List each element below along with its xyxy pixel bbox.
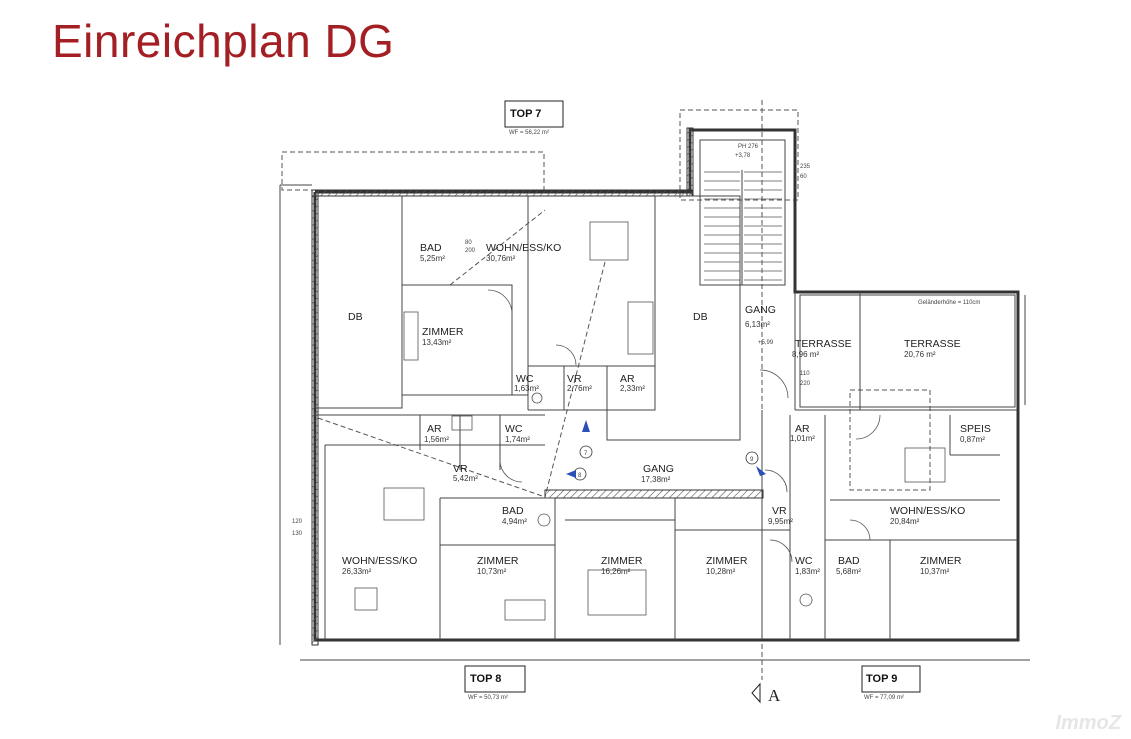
room-wc-top9: WC [795,555,813,567]
area-wc-top8: 1,74m² [505,435,530,444]
top9-wf: WF = 77,09 m² [864,695,904,701]
room-bad-top9: BAD [838,555,860,567]
area-zimmer-top9b: 10,37m² [920,567,950,576]
room-zimmer-top9b: ZIMMER [920,555,962,567]
room-wohn-top9: WOHN/ESS/KO [890,505,965,517]
top8-wf: WF = 50,73 m² [468,695,508,701]
railing-height-note: Geländerhöhe = 110cm [918,300,980,306]
area-wohn-top8: 26,33m² [342,567,372,576]
room-ar-top7: AR [620,373,635,385]
marker-8: 8 [578,473,582,479]
area-zimmer-top7: 13,43m² [422,338,452,347]
area-ar-top8: 1,56m² [424,435,449,444]
dim-235: 235 [800,164,811,170]
interior-walls [315,195,1018,640]
door-swings [487,289,881,563]
room-wc-top7: WC [516,373,534,385]
area-wohn-top7: 30,76m² [486,254,516,263]
area-wc-top9: 1,83m² [795,567,820,576]
top7-label: TOP 7 [510,108,541,120]
marker-9-circle [745,451,759,465]
dim-60: 60 [800,174,807,180]
page-title: Einreichplan DG [52,15,395,67]
room-zimmer-top9a: ZIMMER [706,555,748,567]
area-zimmer-top8: 10,73m² [477,567,507,576]
area-gang-main: 17,38m² [641,475,671,484]
top7-wf: WF = 56,22 m² [509,130,549,136]
room-vr-top9: VR [772,505,787,517]
door-width: 80 [465,240,472,246]
room-ar-top9: AR [795,423,810,435]
arrow-icon [582,420,590,432]
room-labels: DB DB BAD 5,25m² WOHN/ESS/KO 30,76m² ZIM… [342,242,991,576]
room-gang-main: GANG [643,463,674,475]
area-terrasse-big: 20,76 m² [904,350,936,359]
area-wohn-top9: 20,84m² [890,517,920,526]
marker-9: 9 [750,457,754,463]
area-ar-top9: 1,01m² [790,434,815,443]
room-bad-top7: BAD [420,242,442,254]
marker-7: 7 [584,451,588,457]
room-zimmer-top7: ZIMMER [422,326,464,338]
room-wc-top8: WC [505,423,523,435]
area-wc-top7: 1,63m² [514,384,539,393]
area-bad-top8: 4,94m² [502,517,527,526]
area-bad-top9: 5,68m² [836,567,861,576]
section-a-label: A [768,686,781,705]
level-stair: +3,78 [735,153,751,159]
room-vr-top7: VR [567,373,582,385]
dim-120: 120 [292,519,303,525]
room-gang-top: GANG [745,304,776,316]
area-ar-top7: 2,33m² [620,384,645,393]
area-vr-top7: 2,76m² [567,384,592,393]
area-speis-top9: 0,87m² [960,435,985,444]
room-wohn-top8: WOHN/ESS/KO [342,555,417,567]
room-ar-top8: AR [427,423,442,435]
area-bad-top7: 5,25m² [420,254,445,263]
arrow-icon [756,466,766,476]
room-vr-top8: VR [453,463,468,475]
area-vr-top9: 9,95m² [768,517,793,526]
dim-110: 110 [800,371,810,377]
ph-note: PH 276 [738,144,759,150]
room-terrasse-big: TERRASSE [904,338,961,350]
room-terrasse-small: TERRASSE [795,338,852,350]
watermark: ImmoZ [1055,712,1121,734]
dim-220: 220 [800,381,811,387]
area-zimmer-mid: 16,26m² [601,567,631,576]
room-zimmer-top8: ZIMMER [477,555,519,567]
roof-outline [281,100,931,680]
area-gang-top: 6,13m² [745,320,770,329]
area-zimmer-top9a: 10,28m² [706,567,736,576]
arrow-icon [566,470,576,478]
door-height: 200 [465,248,476,254]
room-zimmer-mid: ZIMMER [601,555,643,567]
area-terrasse-small: 8,96 m² [792,350,819,359]
exterior-walls [279,127,1030,661]
level-gang: +5,99 [758,340,774,346]
marker-7-circle [579,445,593,459]
section-arrow-icon [751,682,761,704]
room-db-mid: DB [693,311,708,323]
top9-label: TOP 9 [866,673,897,685]
terrace [799,294,1026,408]
annotations: Geländerhöhe = 110cm +5,99 +3,78 PH 276 … [292,144,980,705]
room-speis-top9: SPEIS [960,423,991,435]
staircase [699,139,786,640]
top8-label: TOP 8 [470,673,501,685]
dim-130: 130 [292,531,303,537]
room-wohn-top7: WOHN/ESS/KO [486,242,561,254]
unit-tags: TOP 7 WF = 56,22 m² TOP 8 WF = 50,73 m² … [464,100,921,701]
room-bad-top8: BAD [502,505,524,517]
furniture [354,221,946,621]
area-vr-top8: 5,42m² [453,474,478,483]
room-db-left: DB [348,311,363,323]
